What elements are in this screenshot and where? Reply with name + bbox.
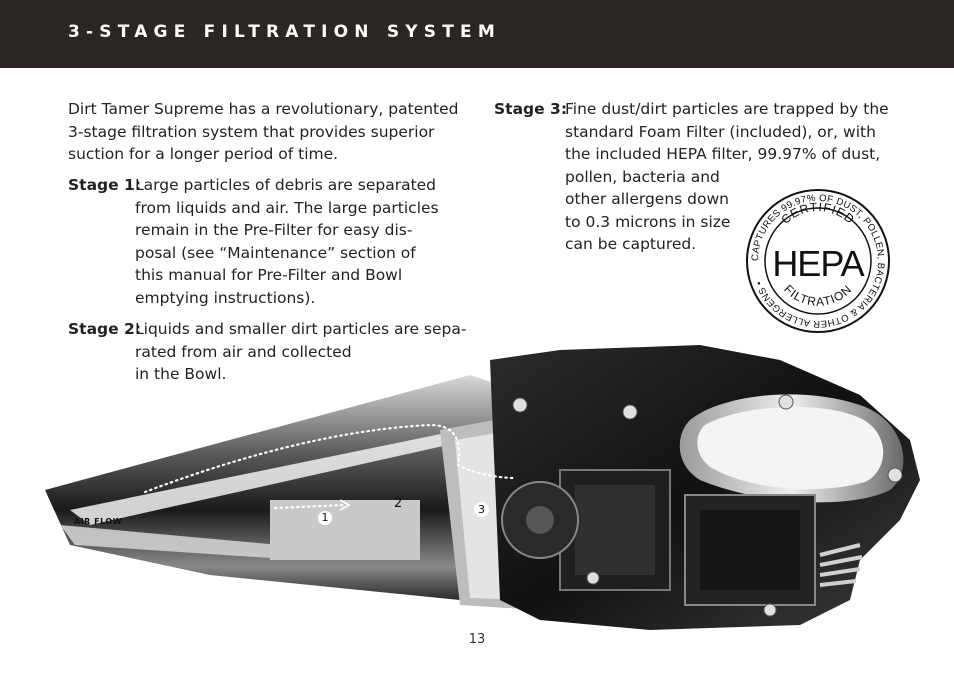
intro-line: suction for a longer period of time. xyxy=(68,145,339,163)
intro-line: Dirt Tamer Supreme has a revolutionary, … xyxy=(68,100,459,118)
marker-stage-2: 2 xyxy=(394,496,403,511)
stage2-label: Stage 2: xyxy=(68,320,142,338)
stage2-line: Liquids and smaller dirt particles are s… xyxy=(135,320,467,338)
stage1-line: posal (see “Maintenance” section of xyxy=(135,244,416,262)
stage3-line: the included HEPA filter, 99.97% of dust… xyxy=(565,145,881,163)
stage3-line: Fine dust/dirt particles are trapped by … xyxy=(565,100,889,118)
stage1-line: remain in the Pre-Filter for easy dis- xyxy=(135,221,413,239)
stage1-line: from liquids and air. The large particle… xyxy=(135,199,439,217)
stage2-line: in the Bowl. xyxy=(135,365,227,383)
airflow-label: AIR FLOW xyxy=(74,517,123,526)
page-title: 3-STAGE FILTRATION SYSTEM xyxy=(68,22,501,42)
page-number: 13 xyxy=(468,632,486,647)
stage1-line: emptying instructions). xyxy=(135,289,316,307)
stage3-line: standard Foam Filter (included), or, wit… xyxy=(565,123,876,141)
stage1-line: this manual for Pre-Filter and Bowl xyxy=(135,266,403,284)
stage3-line: pollen, bacteria and xyxy=(565,168,720,186)
stage1-line: Large particles of debris are separated xyxy=(135,176,437,194)
stage3-line: can be captured. xyxy=(565,235,697,253)
intro-line: 3-stage filtration system that provides … xyxy=(68,123,435,141)
marker-stage-3: 3 xyxy=(474,502,489,517)
stage3-line: to 0.3 microns in size xyxy=(565,213,731,231)
header-bar: 3-STAGE FILTRATION SYSTEM xyxy=(0,0,954,68)
stage3-line: other allergens down xyxy=(565,190,729,208)
stage3-label: Stage 3: xyxy=(494,100,568,118)
seal-center-text: HEPA xyxy=(772,243,864,284)
stage1-label: Stage 1: xyxy=(68,176,142,194)
hepa-certified-seal: CAPTURES 99.97% OF DUST, POLLEN, BACTERI… xyxy=(746,189,890,333)
marker-stage-1: 1 xyxy=(318,511,332,525)
stage2-line: rated from air and collected xyxy=(135,343,352,361)
